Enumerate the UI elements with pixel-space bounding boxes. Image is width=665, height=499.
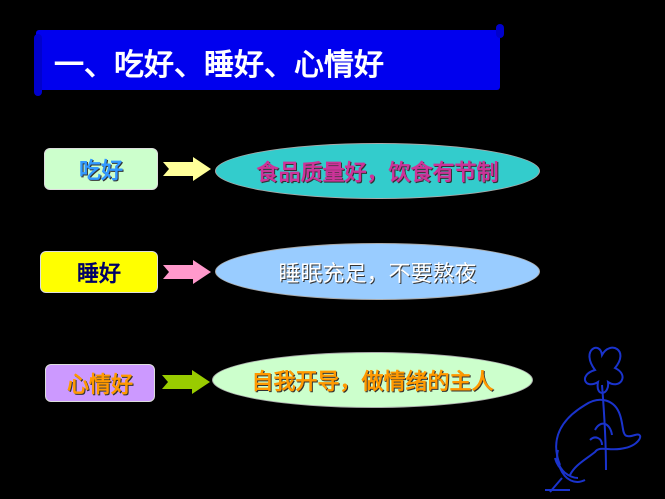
label-text: 心情好 [66, 373, 133, 398]
hand-holding-flower-icon [545, 346, 642, 493]
label-box-sleep-well: 睡好 [40, 251, 158, 293]
label-box-eat-well: 吃好 [44, 148, 158, 190]
description-oval-sleep-well: 睡眠充足，不要熬夜 [215, 243, 540, 300]
arrow-right-icon [163, 260, 211, 284]
slide-title: 一、吃好、睡好、心情好 [54, 48, 384, 83]
title-banner: 一、吃好、睡好、心情好 [34, 24, 504, 96]
description-oval-eat-well: 食品质量好，饮食有节制 [215, 143, 540, 199]
description-text: 食品质量好，饮食有节制 [256, 161, 499, 186]
arrow-right-icon [163, 157, 211, 181]
label-text: 吃好 [78, 159, 123, 184]
arrow-right-icon [162, 370, 210, 394]
description-text: 睡眠充足，不要熬夜 [278, 261, 477, 287]
label-box-good-mood: 心情好 [45, 364, 155, 402]
description-text: 自我开导，做情绪的主人 [251, 370, 494, 395]
description-oval-good-mood: 自我开导，做情绪的主人 [212, 352, 533, 408]
label-text: 睡好 [76, 262, 121, 287]
